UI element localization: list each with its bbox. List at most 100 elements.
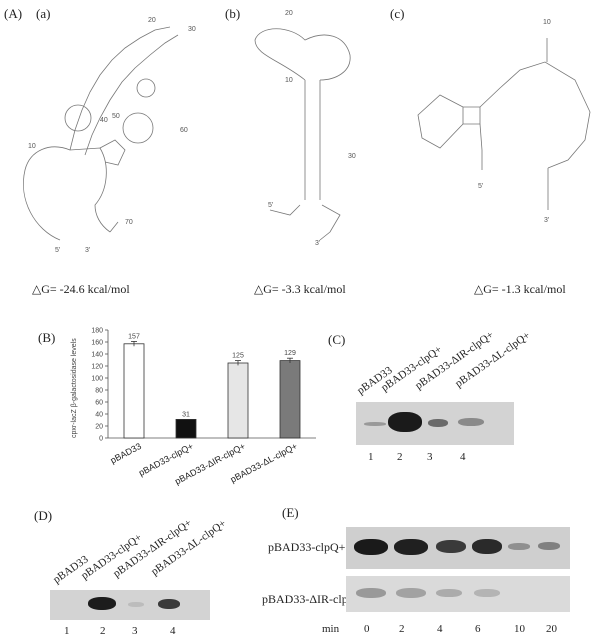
- structure-c-position-label: 3': [544, 217, 549, 224]
- structure-a-position-label: 30: [188, 26, 196, 33]
- y-axis-label: cpxr-lacZ β-galactosidase levels: [71, 338, 78, 438]
- y-tick-label: 20: [95, 424, 103, 431]
- bar: [123, 343, 145, 439]
- panel-c-label: (C): [328, 332, 346, 347]
- structure-a-stem2: [84, 34, 179, 156]
- band: [428, 419, 448, 427]
- delta-g-b: △G= -3.3 kcal/mol: [254, 282, 346, 296]
- band: [538, 542, 560, 550]
- structure-c-loop-left: [417, 94, 464, 149]
- band: [364, 422, 386, 426]
- structure-a-label: (a): [36, 6, 51, 21]
- structure-a-loop-3: [136, 78, 156, 98]
- structure-b-position-label: 3': [315, 240, 320, 247]
- y-tick-label: 140: [91, 352, 103, 359]
- band: [436, 540, 466, 553]
- y-tick-label: 100: [91, 376, 103, 383]
- structure-b-3prime: [319, 204, 341, 241]
- delta-g-c: △G= -1.3 kcal/mol: [474, 282, 566, 296]
- blot-e-row-1: [346, 527, 570, 569]
- data-label: 125: [232, 353, 244, 360]
- structure-a-position-label: 50: [112, 113, 120, 120]
- lane-number-c: 2: [397, 451, 403, 463]
- structure-a-branch: [99, 139, 126, 166]
- structure-c-position-label: 5': [478, 183, 483, 190]
- band: [158, 599, 180, 609]
- lane-number-d: 2: [100, 625, 106, 637]
- structure-a-position-label: 10: [28, 143, 36, 150]
- panel-e-label: (E): [282, 505, 299, 520]
- structure-a-loop-2: [122, 112, 154, 144]
- structure-b-stem: [304, 80, 321, 200]
- bar: [175, 418, 197, 439]
- time-point: 4: [437, 623, 443, 635]
- data-label: 157: [128, 333, 140, 340]
- structure-b-loop: [254, 28, 351, 81]
- data-label: 31: [182, 411, 190, 418]
- y-tick-label: 0: [99, 436, 103, 443]
- lane-number-c: 3: [427, 451, 433, 463]
- band: [388, 412, 422, 432]
- structure-c-position-label: 10: [543, 19, 551, 26]
- time-point: 0: [364, 623, 370, 635]
- y-tick-label: 60: [95, 400, 103, 407]
- y-tick-label: 160: [91, 340, 103, 347]
- lane-number-c: 1: [368, 451, 374, 463]
- structure-a-position-label: 20: [148, 17, 156, 24]
- band: [474, 589, 500, 597]
- structure-c-loop-right: [479, 61, 591, 169]
- structure-b-position-label: 30: [348, 153, 356, 160]
- band: [356, 588, 386, 598]
- rna-structures: 10 20 30 40 50 60 70 5' 3' 20 10 30 5' 3…: [23, 10, 591, 254]
- structure-c-label: (c): [390, 6, 405, 21]
- y-tick-label: 40: [95, 412, 103, 419]
- panel-b-label: (B): [38, 330, 56, 345]
- time-point: 10: [514, 623, 525, 635]
- structure-a-position-label: 40: [100, 117, 108, 124]
- structure-b-position-label: 5': [268, 202, 273, 209]
- panel-d-label: (D): [34, 508, 53, 523]
- band: [472, 539, 502, 554]
- band: [394, 539, 428, 555]
- lane-number-d: 1: [64, 625, 70, 637]
- structure-a-stem: [69, 26, 171, 151]
- structure-a-position-label: 3': [85, 247, 90, 254]
- band: [396, 588, 426, 598]
- y-tick-label: 80: [95, 388, 103, 395]
- structure-b-5prime: [269, 204, 301, 216]
- bar: [227, 362, 249, 439]
- time-point: 20: [546, 623, 557, 635]
- time-point: 2: [399, 623, 405, 635]
- delta-g-a: △G= -24.6 kcal/mol: [32, 282, 130, 296]
- row-label-2: pBAD33-ΔIR-clpQ+: [262, 592, 364, 606]
- structure-b-label: (b): [225, 6, 241, 21]
- y-tick-label: 120: [91, 364, 103, 371]
- category-label: pBAD33: [109, 441, 143, 466]
- band: [436, 589, 462, 597]
- panel-a-label: (A): [4, 6, 23, 21]
- structure-a-position-label: 5': [55, 247, 60, 254]
- structure-c-5prime: [479, 123, 483, 170]
- structure-a-position-label: 60: [180, 127, 188, 134]
- lane-number-c: 4: [460, 451, 466, 463]
- lane-number-d: 3: [132, 625, 138, 637]
- lane-number-d: 4: [170, 625, 176, 637]
- band: [88, 597, 116, 610]
- structure-b-position-label: 20: [285, 10, 293, 17]
- time-point: 6: [475, 623, 481, 635]
- structure-a-position-label: 70: [125, 219, 133, 226]
- structure-a-loop-1: [64, 104, 92, 132]
- band: [508, 543, 530, 550]
- y-tick-label: 180: [91, 328, 103, 335]
- band: [128, 602, 144, 607]
- row-label-1: pBAD33-clpQ+: [268, 540, 346, 554]
- blot-e-row-2: [346, 576, 570, 612]
- blot-d: [50, 590, 210, 620]
- data-label: 129: [284, 350, 296, 357]
- structure-a-tail: [109, 221, 119, 233]
- blot-c: [356, 402, 514, 445]
- band: [354, 539, 388, 555]
- band: [458, 418, 484, 426]
- bar: [279, 360, 301, 439]
